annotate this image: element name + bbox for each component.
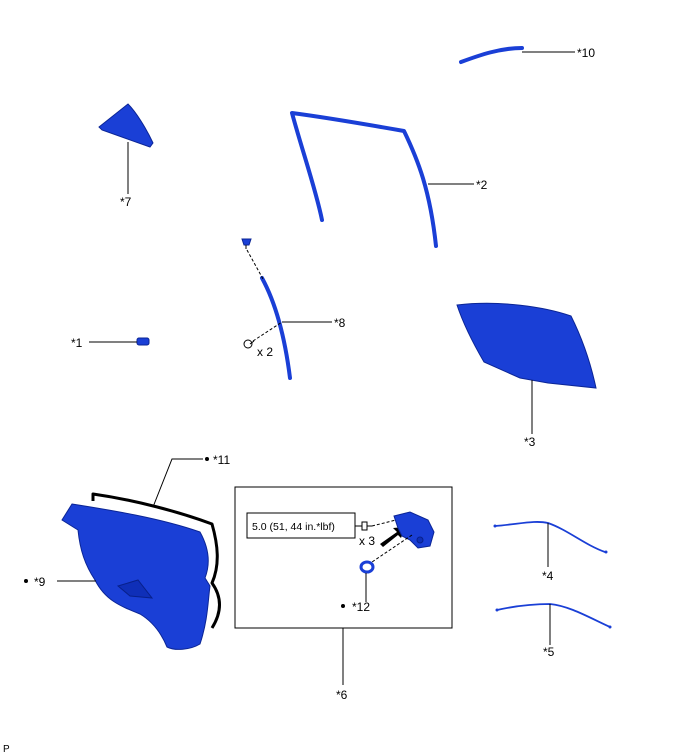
dot-marker-12 [341, 604, 345, 608]
bolt-quantity-6: x 3 [359, 534, 375, 548]
part-10-weatherstrip-piece [459, 46, 524, 64]
label-8: *8 [334, 316, 346, 330]
dash-line-upper-screw [246, 249, 264, 280]
label-12: *12 [352, 600, 370, 614]
part-11-door-seal [91, 492, 221, 629]
label-7: *7 [120, 195, 132, 209]
label-10: *10 [577, 46, 595, 60]
part-12-grommet [359, 560, 375, 574]
part-7-corner-cover [98, 103, 154, 148]
dot-marker-11 [205, 457, 209, 461]
label-11: *11 [213, 453, 230, 467]
label-6: *6 [336, 688, 348, 702]
dot-marker-9 [24, 579, 28, 583]
bolt-icon [361, 521, 372, 531]
screw-quantity-8: x 2 [257, 345, 273, 359]
part-4-cable [493, 521, 608, 554]
dash-line-lower-screw [252, 321, 283, 342]
part-8-rear-lower-sash [260, 276, 292, 380]
part-6-door-lock [393, 511, 435, 549]
screw-icon-lower [243, 339, 255, 349]
part-2-door-weatherstrip [290, 111, 438, 248]
part-9-service-hole-cover [61, 503, 211, 650]
label-5: *5 [543, 645, 555, 659]
arrow-icon [380, 527, 405, 547]
torque-box [246, 512, 356, 539]
dash-line-lock [371, 534, 413, 563]
part-3-door-glass [456, 302, 597, 389]
part-1-clip [136, 337, 150, 346]
part-5-cable [495, 603, 612, 629]
leader-11 [152, 458, 203, 508]
screw-icon-upper [241, 238, 252, 249]
label-3: *3 [524, 435, 536, 449]
torque-value: 5.0 (51, 44 in.*lbf) [252, 521, 335, 533]
corner-code: P [3, 744, 10, 755]
label-4: *4 [542, 569, 554, 583]
label-1: *1 [71, 336, 83, 350]
label-9: *9 [34, 575, 46, 589]
label-2: *2 [476, 178, 488, 192]
